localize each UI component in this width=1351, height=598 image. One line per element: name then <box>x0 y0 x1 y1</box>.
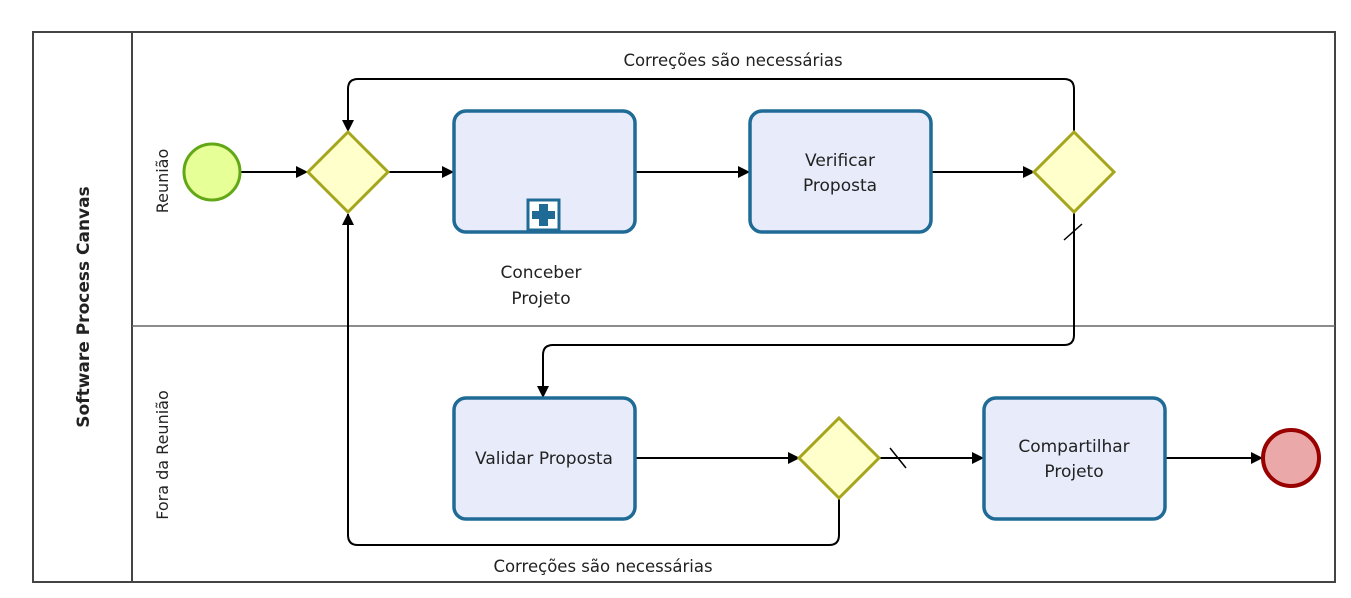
lane-label-fora-da-reuniao: Fora da Reunião <box>153 390 172 520</box>
flow-label-correcoes-bottom: Correções são necessárias <box>493 557 712 576</box>
flow-gateway2-loop-to-gateway1 <box>342 78 1075 132</box>
task-label-line: Proposta <box>803 176 877 196</box>
task-compartilhar-projeto[interactable]: Compartilhar Projeto <box>982 396 1167 521</box>
exclusive-gateway-1[interactable] <box>305 129 391 215</box>
task-label-line: Verificar <box>805 151 875 171</box>
task-label-line: Conceber <box>500 263 581 283</box>
lane-label-reuniao: Reunião <box>153 149 172 214</box>
task-verificar-proposta[interactable]: Verificar Proposta <box>748 109 933 234</box>
flow-label-correcoes-top: Correções são necessárias <box>623 51 842 70</box>
default-flow-marker <box>1063 223 1083 241</box>
flow-gateway2-to-validar <box>537 212 1075 398</box>
default-flow-marker <box>889 447 907 469</box>
end-event[interactable] <box>1261 428 1321 488</box>
plus-icon[interactable] <box>526 198 561 232</box>
exclusive-gateway-3[interactable] <box>796 415 882 501</box>
task-label-line: Validar Proposta <box>475 449 613 469</box>
flow-gateway3-loop-to-gateway1 <box>342 213 840 546</box>
task-label-line: Projeto <box>1044 462 1103 482</box>
task-label-line: Compartilhar <box>1018 437 1129 457</box>
start-event[interactable] <box>182 142 242 202</box>
exclusive-gateway-2[interactable] <box>1031 129 1117 215</box>
task-validar-proposta[interactable]: Validar Proposta <box>452 396 637 521</box>
task-label-line: Projeto <box>511 289 570 309</box>
subprocess-conceber-projeto[interactable]: Conceber Projeto <box>452 109 637 309</box>
pool-title: Software Process Canvas <box>74 186 94 427</box>
